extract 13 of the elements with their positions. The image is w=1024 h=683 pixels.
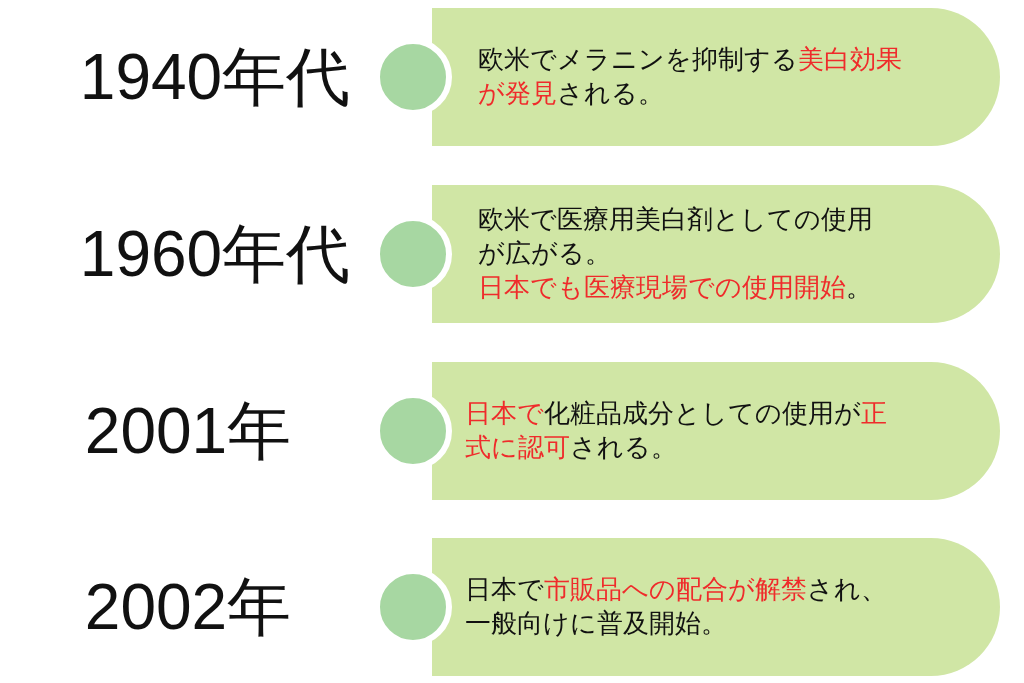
year-label: 1940年代 bbox=[79, 39, 351, 115]
year-label: 2002年 bbox=[84, 569, 292, 645]
event-text: 欧米で医療用美白剤としての使用が広がる。 bbox=[478, 203, 874, 271]
timeline-card bbox=[432, 538, 1000, 676]
event-text: 欧米でメラニンを抑制する美白効果が発見される。 bbox=[478, 43, 903, 110]
event-text: 日本で市販品への配合が解禁され、一般向けに普及開始。 bbox=[465, 573, 888, 640]
year-label: 1960年代 bbox=[79, 216, 351, 292]
event-text: 日本で化粧品成分としての使用が正式に認可される。 bbox=[465, 397, 888, 464]
timeline-card bbox=[432, 185, 1000, 323]
year-label: 2001年 bbox=[84, 393, 292, 469]
event-text: 日本でも医療現場での使用開始。 bbox=[478, 270, 873, 304]
timeline-card bbox=[432, 8, 1000, 146]
timeline-card bbox=[432, 362, 1000, 500]
